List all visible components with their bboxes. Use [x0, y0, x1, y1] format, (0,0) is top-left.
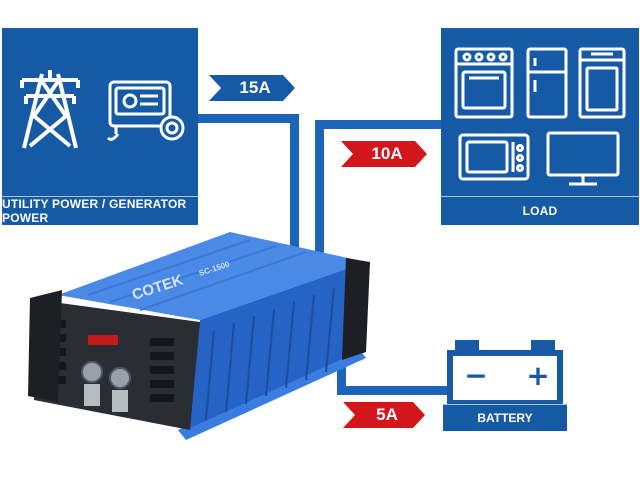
source-label: UTILITY POWER / GENERATOR POWER [2, 196, 198, 225]
battery-plus-sign: + [526, 359, 550, 392]
load-panel: LOAD [441, 28, 639, 225]
device-rear-cap [342, 258, 370, 360]
stove-oven-icon [454, 47, 514, 119]
battery-label: BATTERY [443, 404, 567, 431]
source-panel: UTILITY POWER / GENERATOR POWER [2, 28, 198, 225]
device-front-cap [28, 290, 62, 402]
device-terminals [81, 361, 131, 412]
wire-device-to-load [315, 120, 442, 129]
power-tower-icon [20, 70, 80, 149]
battery-minus-sign: − [464, 359, 488, 392]
device-mounting-base [178, 350, 366, 440]
flow-battery-label: 5A [376, 405, 398, 424]
wire-device-to-battery-vertical [337, 350, 346, 395]
device-display [88, 335, 118, 345]
dishwasher-icon [578, 47, 626, 119]
flow-load-label: 10A [371, 144, 403, 163]
microwave-icon [458, 133, 530, 181]
monitor-icon [546, 131, 620, 186]
flow-input-label: 15A [239, 78, 271, 97]
wire-device-to-battery [337, 386, 447, 395]
load-label: LOAD [441, 196, 639, 225]
wire-device-to-load-vertical [315, 120, 324, 260]
flow-input-arrow: 15A [209, 75, 295, 101]
wire-source-to-device [197, 114, 299, 123]
flow-battery-arrow: 5A [343, 402, 425, 428]
device-side-face [190, 262, 366, 428]
flow-load-arrow: 10A [341, 141, 427, 167]
generator-icon [106, 80, 185, 141]
device-top-face [58, 232, 366, 320]
battery-panel: − + BATTERY [443, 338, 567, 431]
battery-icon [447, 340, 563, 404]
wire-source-to-device-vertical [290, 114, 299, 254]
refrigerator-icon [526, 47, 568, 119]
